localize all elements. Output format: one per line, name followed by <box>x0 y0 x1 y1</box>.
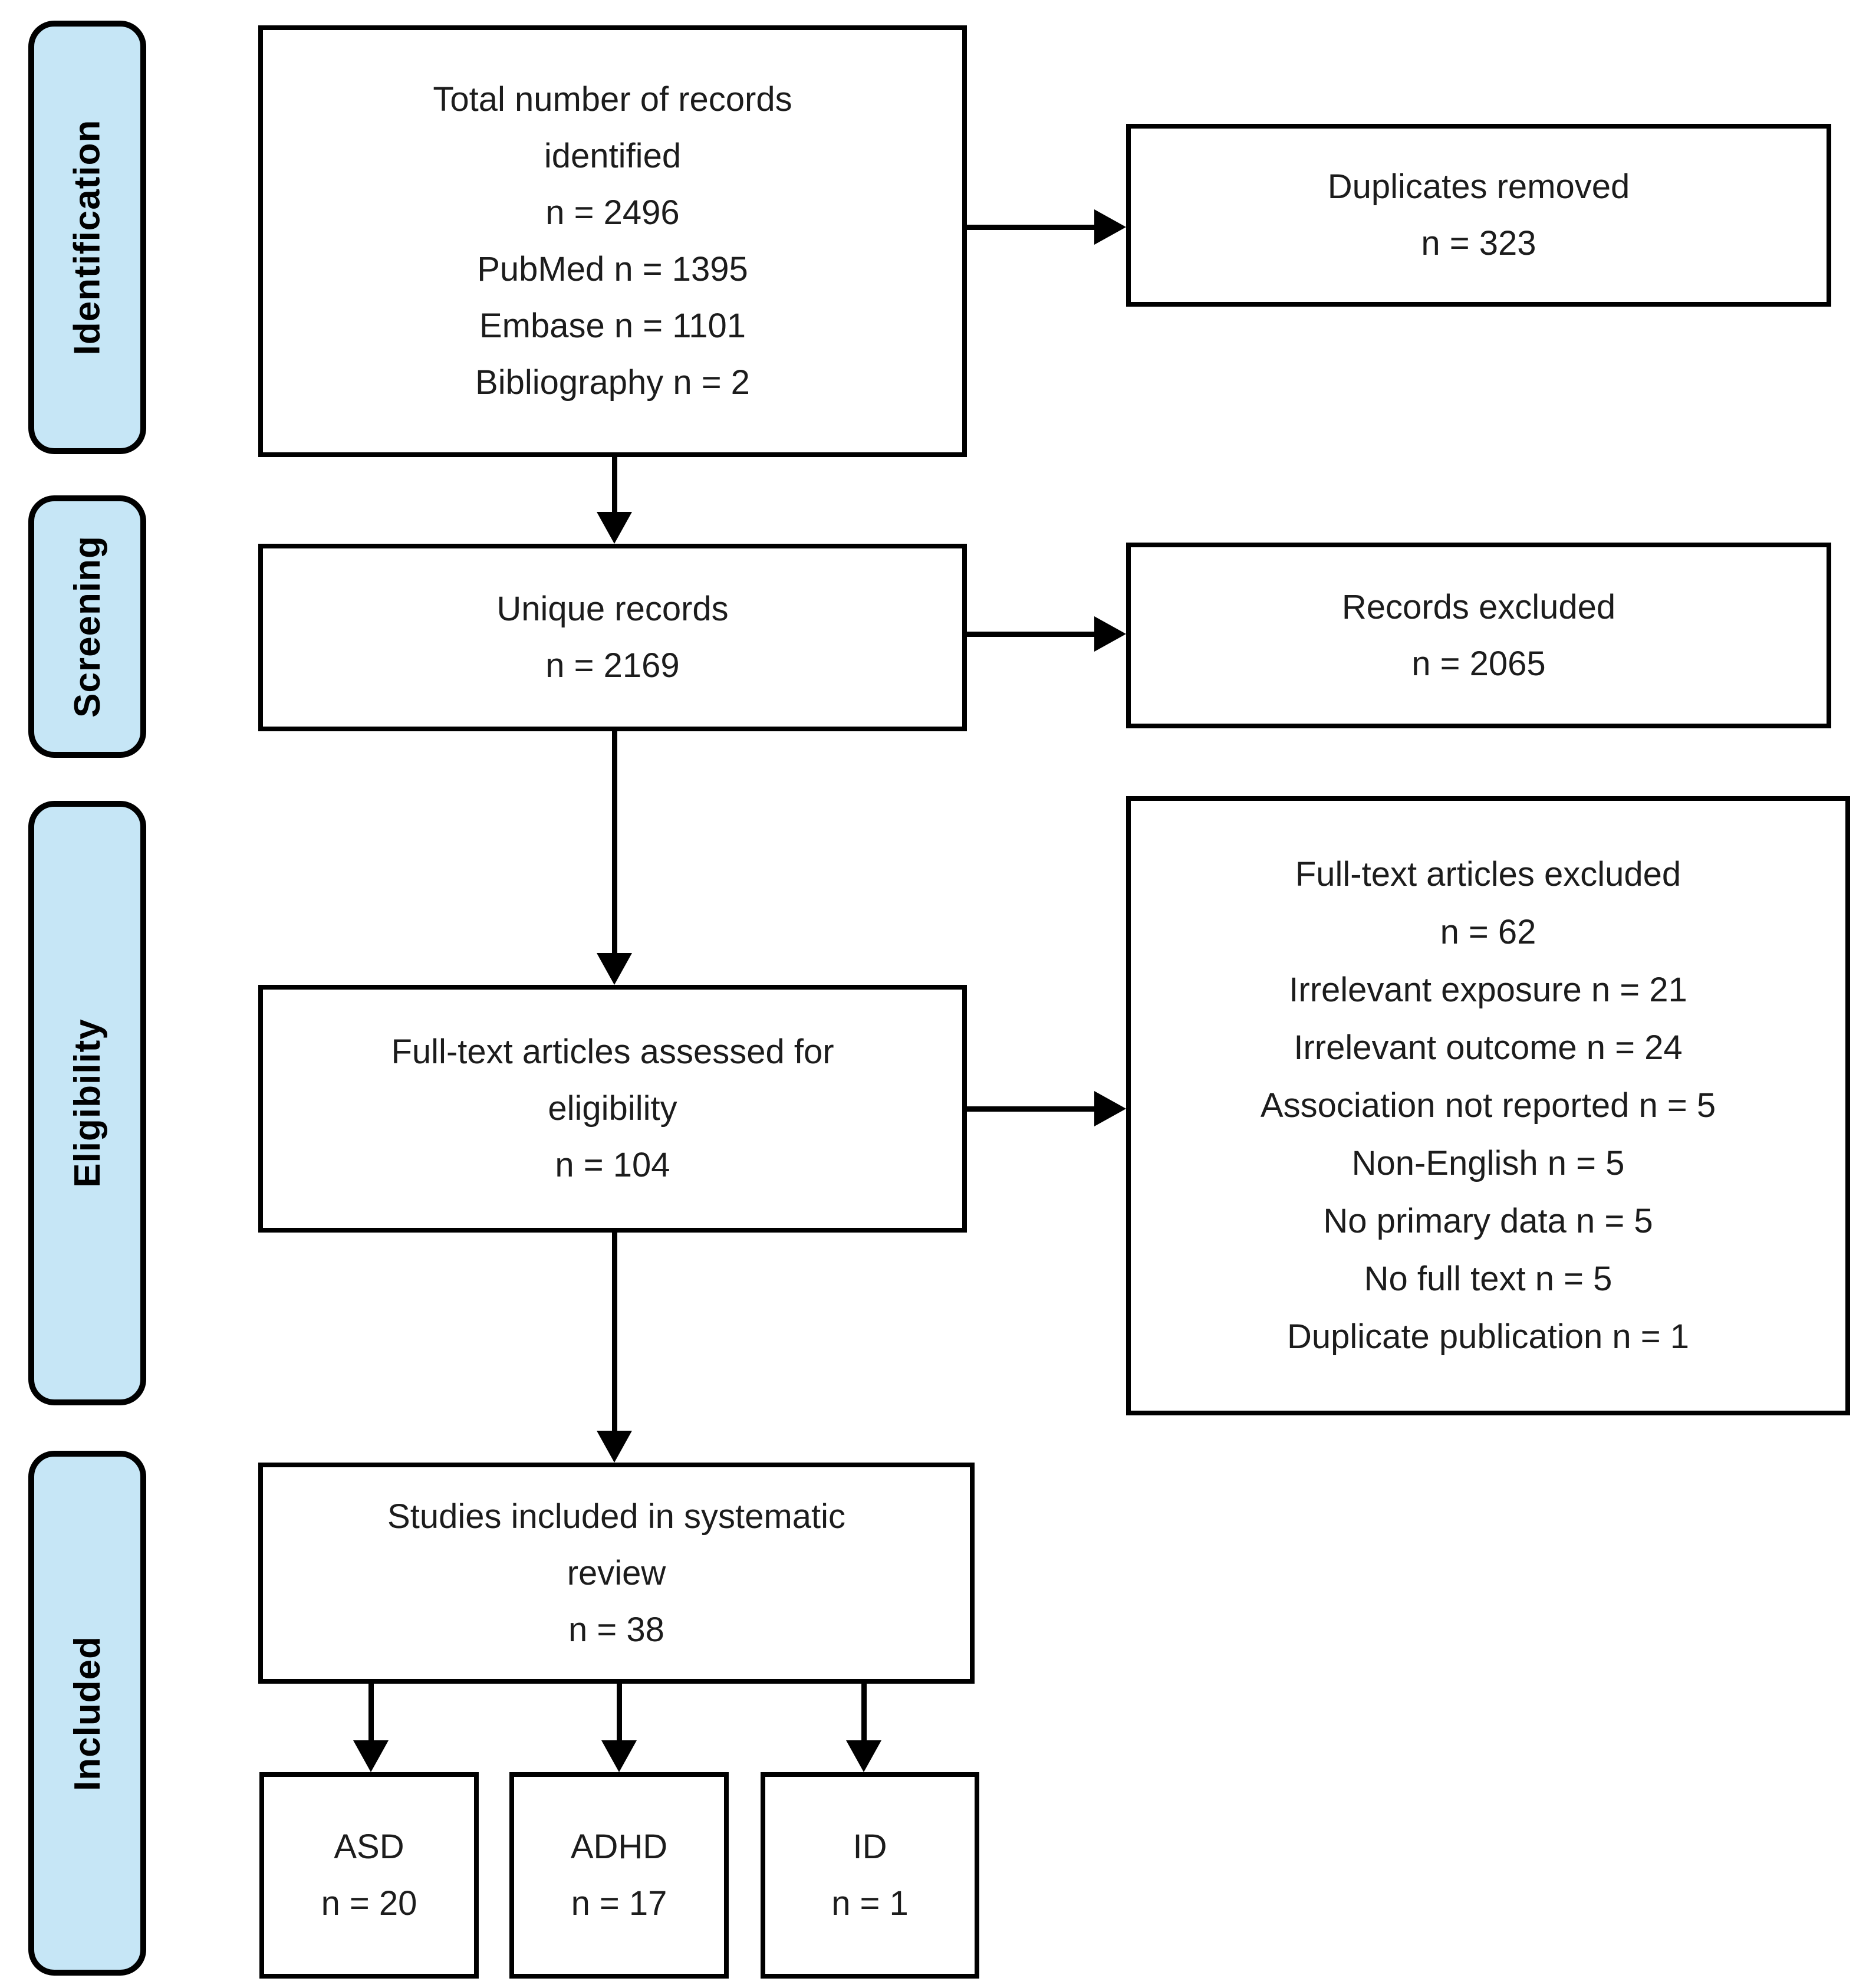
box-records-identified: Total number of records identified n = 2… <box>258 25 967 457</box>
stage-tab-eligibility: Eligibility <box>28 801 146 1405</box>
stage-label-included: Included <box>67 1635 108 1791</box>
box-adhd: ADHD n = 17 <box>509 1772 729 1979</box>
arrow-assessed-to-ftexcluded-line <box>967 1106 1094 1112</box>
arrow-included-to-adhd-line <box>617 1684 622 1740</box>
box-fulltext-assessed: Full-text articles assessed for eligibil… <box>258 985 967 1233</box>
stage-label-eligibility: Eligibility <box>67 1018 108 1188</box>
box-id: ID n = 1 <box>761 1772 979 1979</box>
stage-label-identification: Identification <box>67 119 108 356</box>
stage-tab-identification: Identification <box>28 21 146 454</box>
box-fulltext-excluded: Full-text articles excluded n = 62 Irrel… <box>1126 796 1850 1415</box>
arrow-identified-to-unique-head <box>597 512 632 544</box>
arrow-included-to-asd-line <box>368 1684 374 1740</box>
box-duplicates-removed: Duplicates removed n = 323 <box>1126 124 1831 307</box>
stage-tab-screening: Screening <box>28 495 146 758</box>
stage-label-screening: Screening <box>67 535 108 718</box>
arrow-assessed-to-included-line <box>612 1233 617 1431</box>
arrow-identified-to-unique-line <box>612 457 617 512</box>
arrow-identified-to-duplicates-line <box>967 225 1094 230</box>
arrow-assessed-to-included-head <box>597 1431 632 1463</box>
arrow-included-to-id-head <box>846 1740 881 1772</box>
box-unique-records: Unique records n = 2169 <box>258 544 967 731</box>
arrow-unique-to-assessed-line <box>612 731 617 953</box>
arrow-assessed-to-ftexcluded-head <box>1094 1091 1126 1126</box>
box-records-excluded: Records excluded n = 2065 <box>1126 543 1831 728</box>
stage-tab-included: Included <box>28 1451 146 1976</box>
arrow-unique-to-assessed-head <box>597 953 632 985</box>
arrow-unique-to-excluded-line <box>967 632 1094 637</box>
arrow-included-to-id-line <box>861 1684 867 1740</box>
box-included-studies: Studies included in systematic review n … <box>258 1463 975 1684</box>
box-asd: ASD n = 20 <box>259 1772 479 1979</box>
arrow-included-to-adhd-head <box>601 1740 637 1772</box>
arrow-unique-to-excluded-head <box>1094 616 1126 652</box>
arrow-included-to-asd-head <box>353 1740 389 1772</box>
arrow-identified-to-duplicates-head <box>1094 209 1126 245</box>
